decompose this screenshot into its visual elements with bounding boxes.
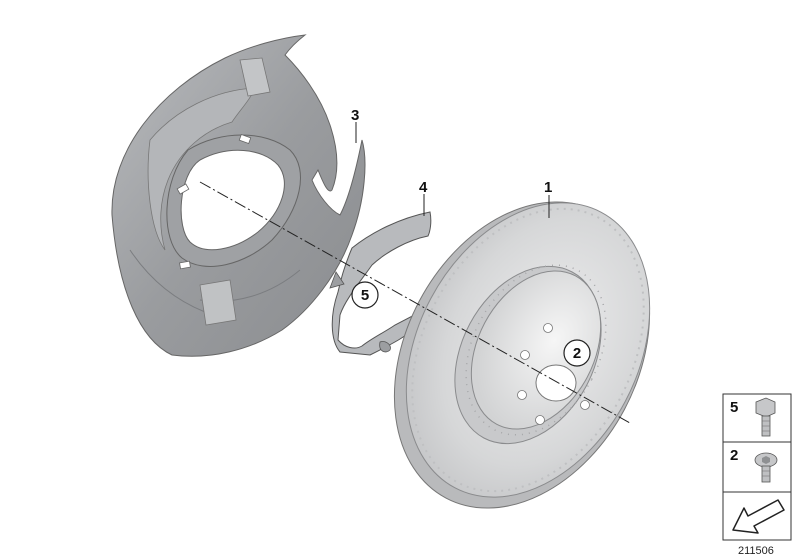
socket-screw-icon xyxy=(754,452,778,483)
callout-4: 4 xyxy=(419,179,428,196)
callout-5-circle: 5 xyxy=(351,281,379,309)
brake-shoe-part xyxy=(329,211,432,356)
callout-3: 3 xyxy=(351,107,359,124)
brake-disc-part xyxy=(393,201,651,509)
callout-2-circle: 2 xyxy=(563,339,591,367)
arrow-left-down-icon xyxy=(732,499,785,534)
assembly-axis-line xyxy=(199,181,631,424)
callout-5: 5 xyxy=(361,287,369,304)
diagram-id: 211506 xyxy=(738,545,774,557)
legend-label-2: 2 xyxy=(730,447,738,464)
callout-1: 1 xyxy=(544,179,552,196)
callout-2: 2 xyxy=(573,345,581,362)
parts-legend: 5 2 xyxy=(722,393,792,541)
brake-shield-part xyxy=(111,34,366,357)
hex-bolt-icon xyxy=(755,397,776,437)
legend-label-5: 5 xyxy=(730,399,738,416)
